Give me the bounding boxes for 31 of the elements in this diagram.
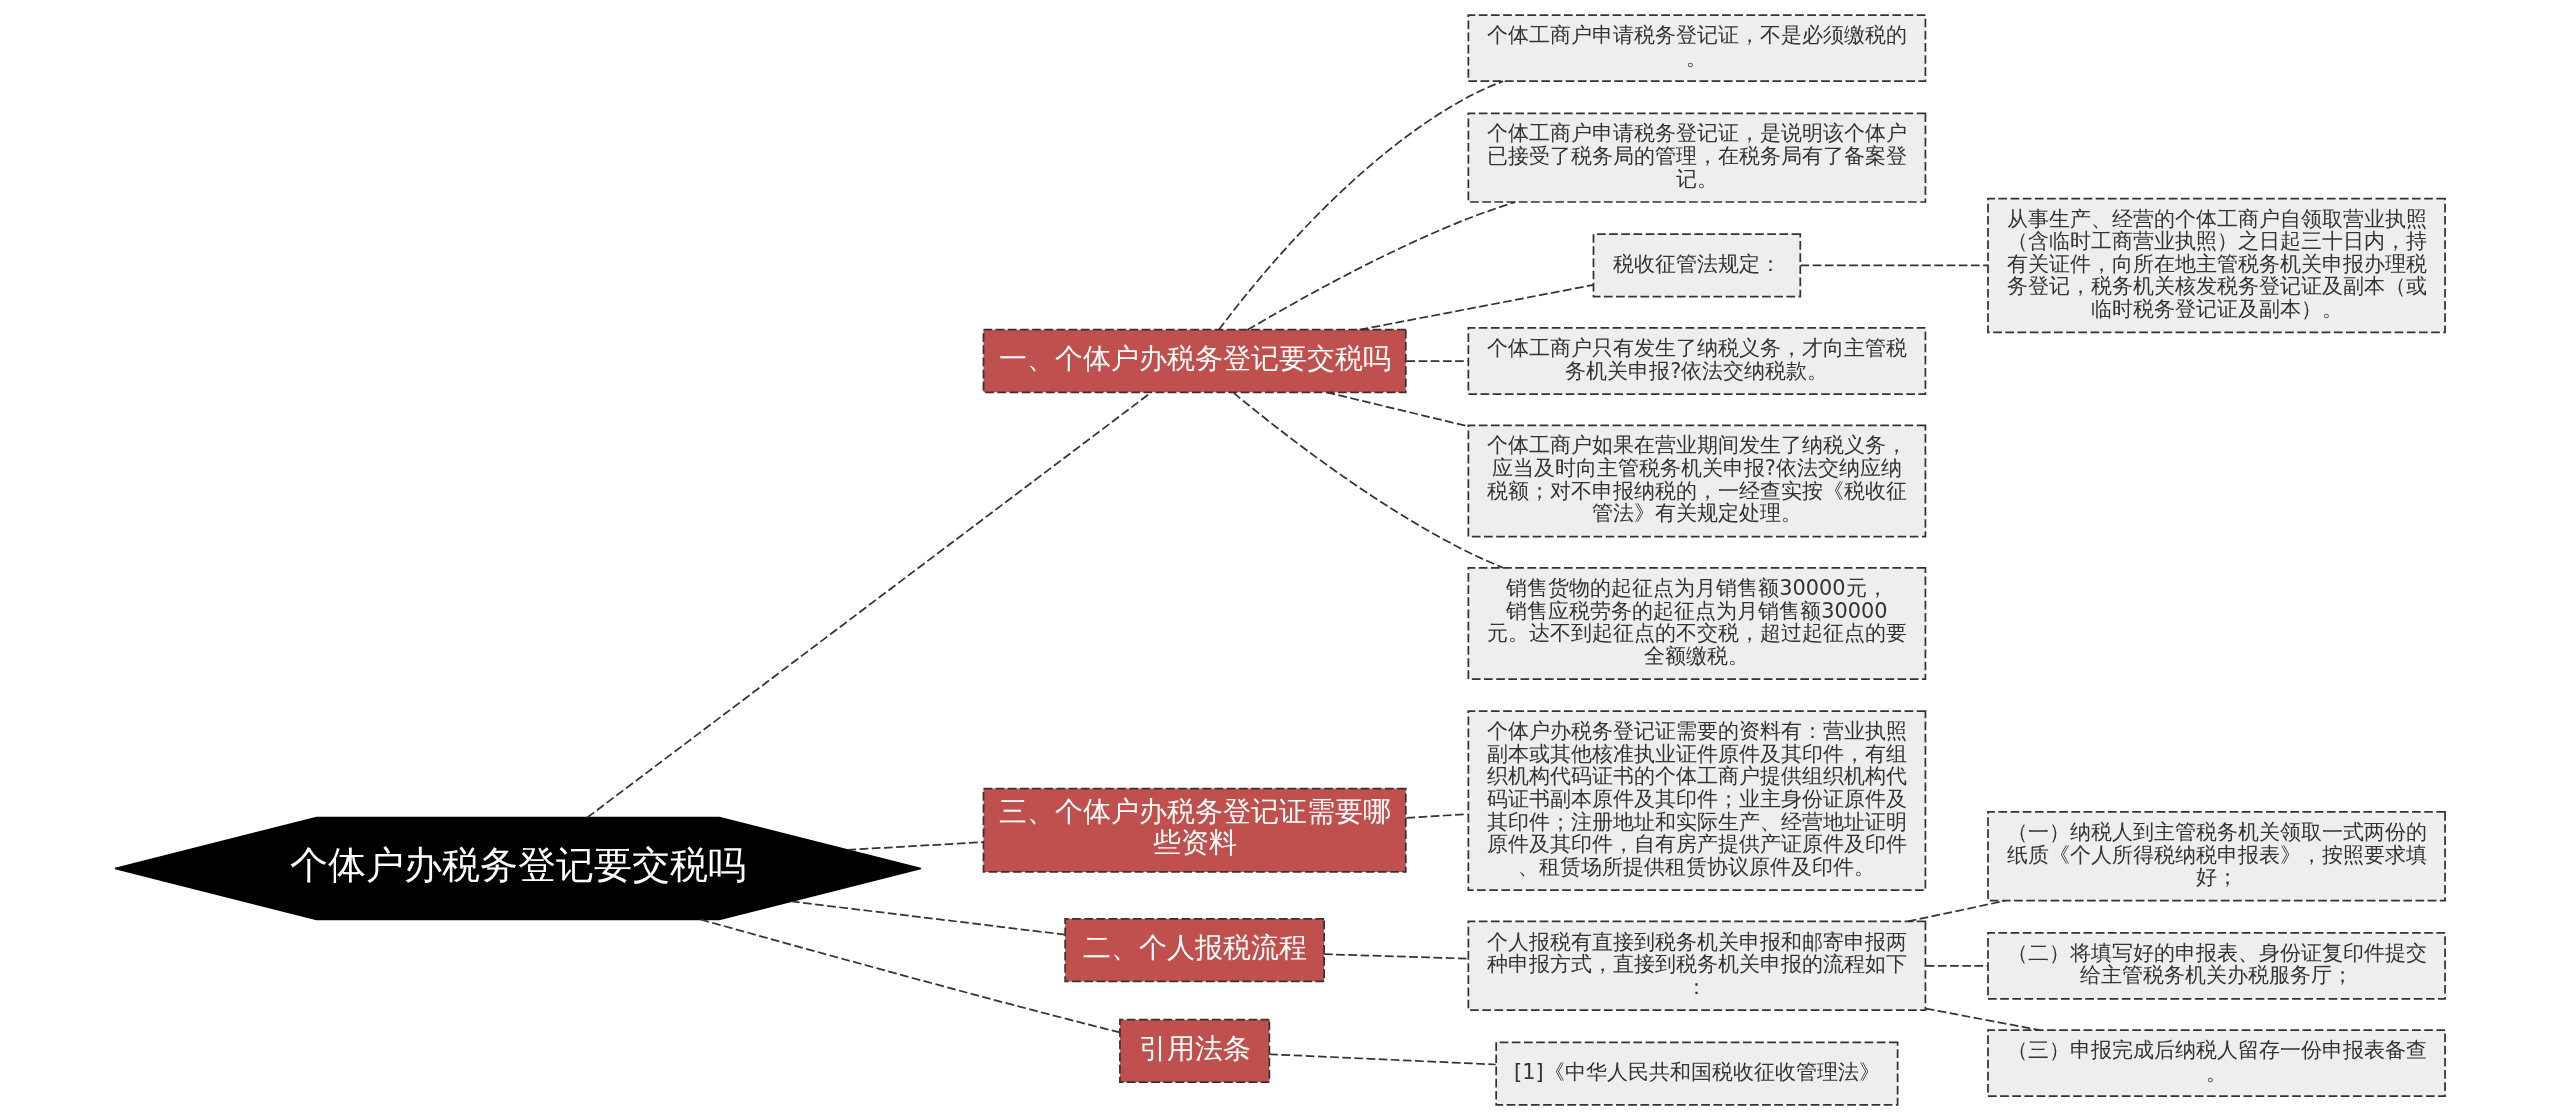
node-box: （二）将填写好的申报表、身份证复印件提交给主管税务机关办税服务厅； xyxy=(1987,931,2446,1000)
node-box: 从事生产、经营的个体工商户自领取营业执照（含临时工商营业执照）之日起三十日内，持有关证件，向所在地主管税务机关申报办理税务登记，税务机关核发税务登记证及副本（或临时税务登记证及副本）。 xyxy=(1987,197,2446,334)
connector xyxy=(1405,813,1469,819)
node-box: （一）纳税人到主管税务机关领取一式两份的纸质《个人所得税纳税申报表》，按照要求填好； xyxy=(1987,811,2446,902)
node-box: 一、个体户办税务登记要交税吗 xyxy=(982,328,1407,394)
connector xyxy=(1924,964,1989,967)
connector xyxy=(790,900,1066,936)
node-box: [1]《中华人民共和国税收征收管理法》 xyxy=(1495,1041,1899,1106)
node-box: 个体工商户只有发生了纳税义务，才向主管税务机关申报?依法交纳税款。 xyxy=(1467,327,1927,395)
node-box: 个体工商户如果在营业期间发生了纳税义务，应当及时向主管税务机关申报?依法交纳应纳税额；对不申报纳税的，一经查实按《税收征管法》有关规定处理。 xyxy=(1467,424,1927,538)
connector xyxy=(1799,264,1989,267)
connector xyxy=(586,391,1152,819)
connector xyxy=(1268,1053,1497,1066)
connector xyxy=(1323,953,1469,960)
node-box: 三、个体户办税务登记证需要哪些资料 xyxy=(982,787,1407,873)
node-box: 个人报税有直接到税务机关申报和邮寄申报两种申报方式，直接到税务机关申报的流程如下： xyxy=(1467,920,1927,1011)
connector xyxy=(1405,360,1469,362)
node-box: 个体户办税务登记证需要的资料有：营业执照副本或其他核准执业证件原件及其印件，有组织机构代码证书的个体工商户提供组织机构代码证书副本原件及其印件；业主身份证原件及其印件；注册地址和实际生产、经营地址证明原件及其印件，自有房产提供产证原件及印件、租赁场所提供租赁协议原件及印件。 xyxy=(1467,710,1927,892)
connector xyxy=(1924,1007,2041,1031)
connector xyxy=(1358,284,1595,331)
node-box: 税收征管法规定： xyxy=(1592,233,1802,298)
node-box: （三）申报完成后纳税人留存一份申报表备查。 xyxy=(1987,1029,2446,1097)
connector xyxy=(846,841,984,851)
node-box: 个体工商户申请税务登记证，是说明该个体户已接受了税务局的管理，在税务局有了备案登记。 xyxy=(1467,112,1927,203)
connector xyxy=(1247,201,1516,331)
node-box: 二、个人报税流程 xyxy=(1064,918,1325,983)
node-box: 销售货物的起征点为月销售额30000元，销售应税劳务的起征点为月销售额30000元。达不到起征点的不交税，超过起征点的要全额缴税。 xyxy=(1467,566,1927,680)
connector xyxy=(699,918,1121,1034)
node-box: 个体工商户申请税务登记证，不是必须缴税的。 xyxy=(1467,14,1927,83)
node-box: 引用法条 xyxy=(1119,1018,1271,1084)
connector xyxy=(1906,899,2007,923)
